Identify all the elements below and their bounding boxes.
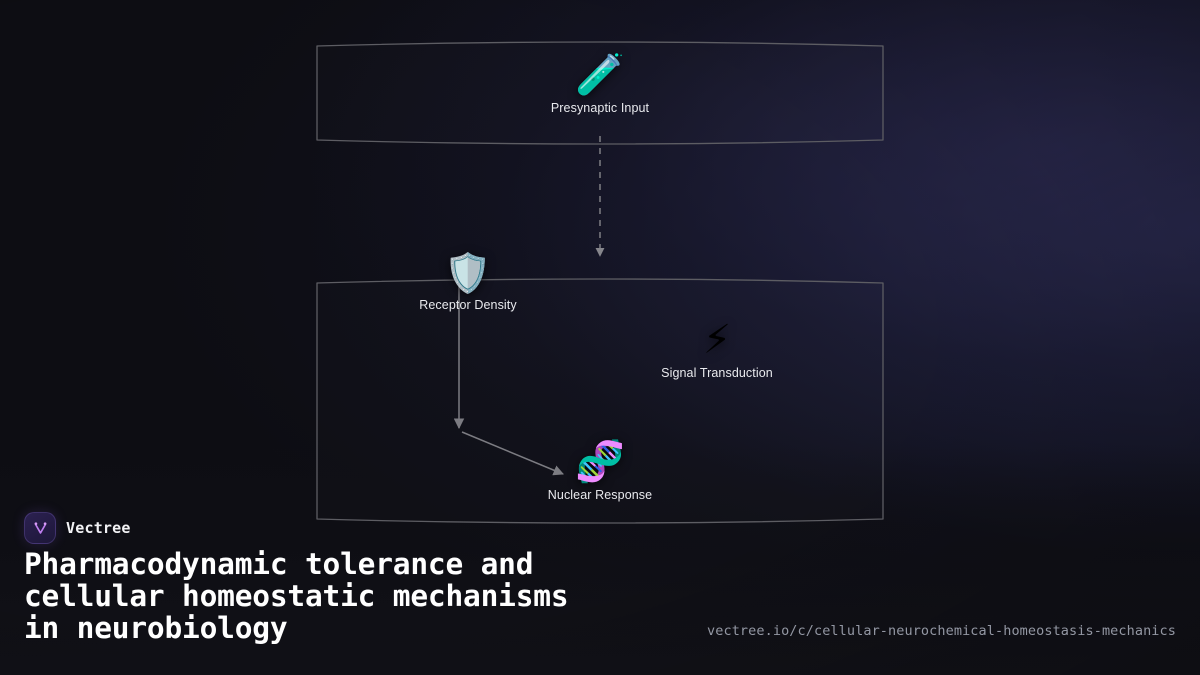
node-signal-transduction[interactable]: ⚡ Signal Transduction [597, 320, 837, 380]
container-top-outline [316, 41, 884, 145]
node-signal-transduction-label: Signal Transduction [661, 366, 773, 380]
background-bottom-fade [0, 445, 1200, 675]
node-receptor-density[interactable]: 🛡️ Receptor Density [348, 254, 588, 312]
node-nuclear-response[interactable]: 🧬 Nuclear Response [480, 442, 720, 502]
shield-icon: 🛡️ [444, 251, 492, 295]
node-presynaptic-input-label: Presynaptic Input [550, 101, 650, 115]
page-title: Pharmacodynamic tolerance and cellular h… [24, 547, 569, 645]
container-top-group[interactable] [316, 41, 884, 145]
vectree-logo-icon [24, 512, 56, 544]
brand[interactable]: Vectree [24, 512, 131, 544]
container-bottom-group[interactable] [316, 278, 884, 524]
edge-receptor-to-nuclear-line [461, 431, 564, 476]
dna-icon: 🧬 [575, 439, 625, 485]
node-receptor-density-label: Receptor Density [419, 298, 517, 312]
source-url: vectree.io/c/cellular-neurochemical-home… [707, 623, 1176, 639]
node-presynaptic-input[interactable]: 🧪 Presynaptic Input [480, 55, 720, 115]
test-tube-icon: 🧪 [575, 52, 625, 98]
brand-name: Vectree [66, 519, 131, 537]
node-nuclear-response-label: Nuclear Response [547, 488, 653, 502]
lightning-bolt-icon: ⚡ [702, 317, 732, 363]
container-bottom-outline [316, 278, 884, 524]
edge-receptor-to-nuclear[interactable] [461, 431, 564, 476]
